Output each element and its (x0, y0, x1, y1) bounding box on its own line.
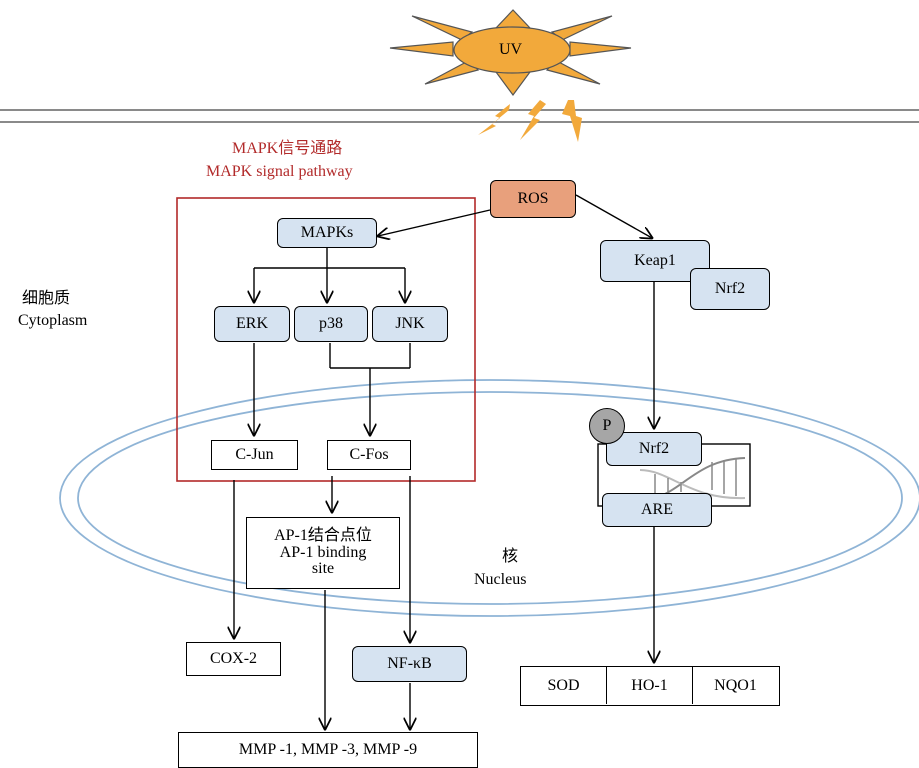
mmp-label: MMP -1, MMP -3, MMP -9 (238, 741, 418, 758)
mapk-title-en: MAPK signal pathway (206, 163, 353, 180)
nfkb-node: NF-κB (352, 646, 467, 682)
are-node: ARE (602, 493, 712, 527)
nfkb-label: NF-κB (387, 655, 432, 672)
cytoplasm-label-en: Cytoplasm (18, 312, 88, 329)
mapks-label: MAPKs (300, 224, 354, 241)
mmp-node: MMP -1, MMP -3, MMP -9 (178, 732, 478, 768)
c-fos-node: C-Fos (327, 440, 411, 470)
nrf2-nucleus-node: Nrf2 (606, 432, 702, 466)
ap1-binding-site-node: AP-1结合点位 AP-1 binding site (246, 517, 400, 589)
nrf2-cytoplasm-node: Nrf2 (690, 268, 770, 310)
keap1-label: Keap1 (634, 252, 676, 269)
c-jun-node: C-Jun (211, 440, 298, 470)
nucleus-label-cn: 核 (502, 548, 519, 565)
mapk-title-cn: MAPK信号通路 (232, 140, 343, 157)
antioxidant-enzymes-row: SOD HO-1 NQO1 (520, 666, 780, 706)
mapk-pathway-frame (176, 197, 476, 482)
nuclear-membrane (59, 379, 919, 617)
p38-label: p38 (319, 315, 343, 332)
nrf2-cytoplasm-label: Nrf2 (714, 280, 746, 297)
ap1-label-en-2: site (311, 560, 335, 578)
mapks-node: MAPKs (277, 218, 377, 248)
sun-icon (389, 9, 632, 97)
cell-membrane (0, 109, 919, 123)
nrf2-nucleus-label: Nrf2 (638, 440, 670, 457)
ros-node: ROS (490, 180, 576, 218)
cox2-label: COX-2 (209, 650, 258, 667)
ho1-label: HO-1 (631, 676, 668, 694)
erk-node: ERK (214, 306, 290, 342)
ap1-label-cn: AP-1结合点位 (274, 526, 372, 544)
ap1-label-en-1: AP-1 binding (279, 543, 367, 561)
phosphate-label: P (602, 417, 612, 434)
sod-label: SOD (547, 676, 580, 694)
phosphate-icon: P (589, 408, 625, 444)
uv-ray-bolts (478, 100, 582, 142)
nqo1-label: NQO1 (714, 676, 757, 694)
c-jun-label: C-Jun (235, 446, 274, 463)
ros-label: ROS (517, 190, 549, 207)
erk-label: ERK (236, 315, 268, 332)
nucleus-label-en: Nucleus (474, 571, 527, 588)
jnk-label: JNK (395, 315, 425, 332)
cytoplasm-label-cn: 细胞质 (22, 290, 71, 307)
connector-lines (234, 194, 654, 729)
ho1-cell: HO-1 (607, 667, 693, 704)
jnk-node: JNK (372, 306, 448, 342)
p38-node: p38 (294, 306, 368, 342)
c-fos-label: C-Fos (349, 446, 389, 463)
nqo1-cell: NQO1 (693, 667, 778, 704)
uv-label: UV (499, 41, 523, 58)
sod-cell: SOD (521, 667, 607, 704)
cox2-node: COX-2 (186, 642, 281, 676)
are-label: ARE (641, 501, 673, 518)
